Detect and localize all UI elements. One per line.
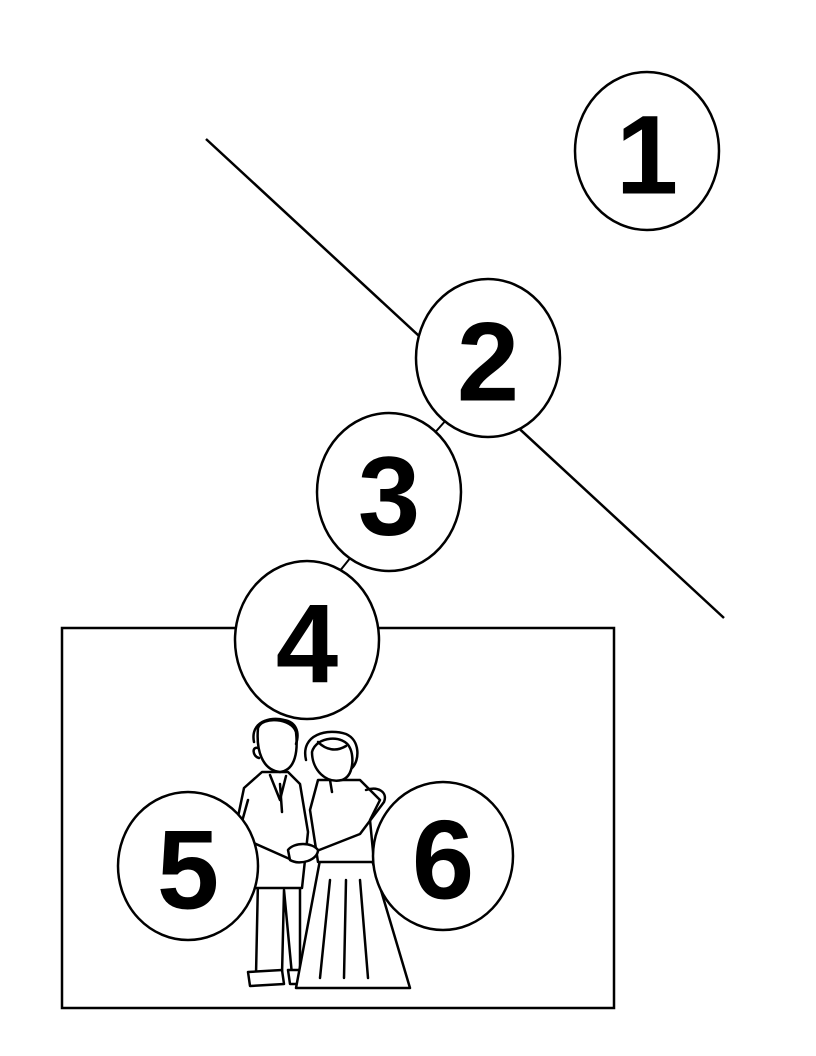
node-5-label: 5 — [157, 808, 219, 933]
node-2-label: 2 — [457, 300, 519, 425]
node-6-label: 6 — [412, 798, 474, 923]
node-5: 5 — [116, 790, 260, 942]
node-1-label: 1 — [616, 93, 678, 218]
node-6: 6 — [371, 780, 515, 932]
node-4: 4 — [233, 559, 381, 721]
node-2: 2 — [414, 277, 562, 439]
node-4-label: 4 — [276, 582, 338, 707]
node-1: 1 — [573, 70, 721, 232]
node-3: 3 — [315, 411, 463, 573]
node-3-label: 3 — [358, 434, 420, 559]
